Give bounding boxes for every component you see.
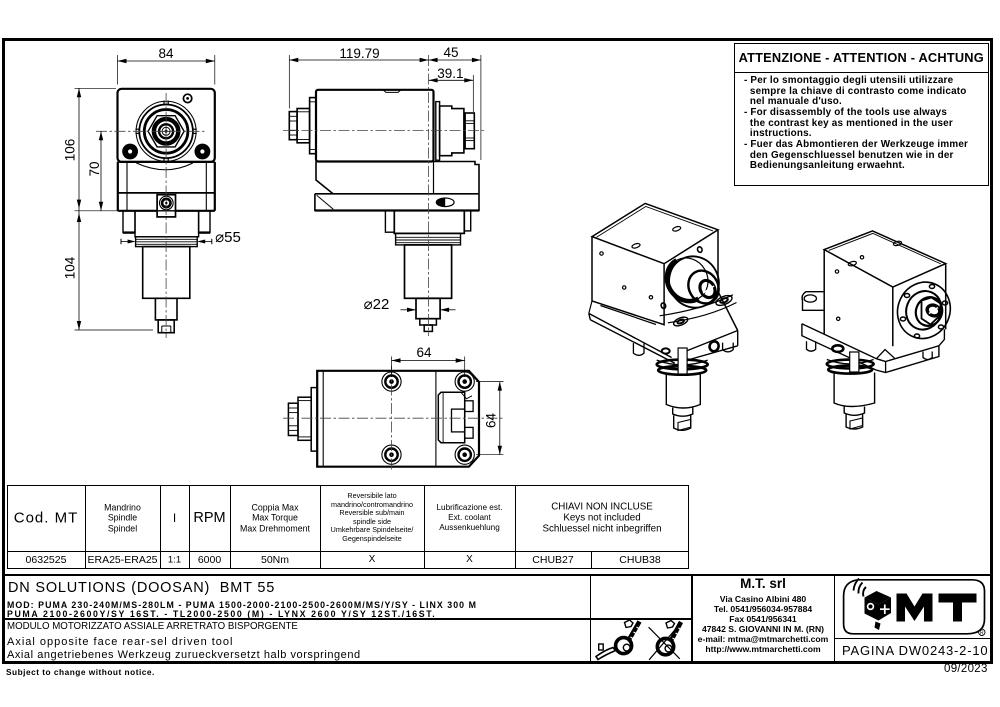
svg-text:70: 70	[87, 161, 102, 176]
svg-text:⌀55: ⌀55	[215, 229, 241, 246]
svg-text:119.79: 119.79	[339, 46, 379, 61]
svg-text:104: 104	[63, 256, 78, 279]
svg-text:39.1: 39.1	[437, 66, 463, 81]
svg-text:45: 45	[443, 45, 458, 60]
svg-text:106: 106	[63, 139, 78, 162]
svg-text:84: 84	[158, 46, 174, 61]
svg-text:⌀22: ⌀22	[364, 296, 390, 313]
svg-text:R: R	[980, 630, 984, 636]
svg-text:64: 64	[484, 413, 499, 429]
svg-text:64: 64	[416, 345, 432, 360]
